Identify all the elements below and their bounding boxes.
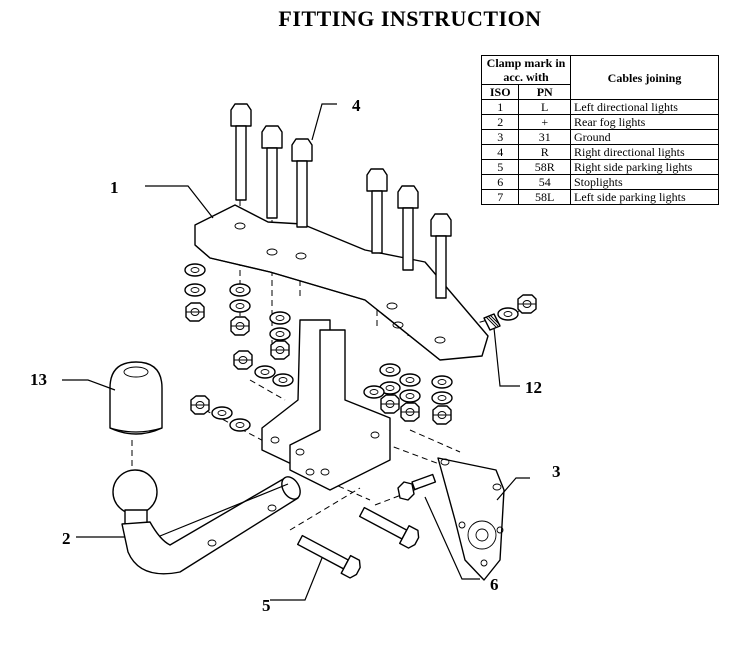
side-brackets (261, 319, 391, 491)
spring-and-nut (483, 294, 537, 331)
pn-cell: 58L (518, 189, 571, 205)
callout-2: 2 (62, 529, 71, 548)
cable-cell: Left side parking lights (570, 189, 719, 205)
iso-cell: 5 (480, 159, 520, 175)
cable-cell: Stoplights (570, 174, 719, 190)
tow-ball-arm (112, 469, 301, 575)
callout-5: 5 (262, 596, 271, 615)
callout-4: 4 (352, 96, 361, 115)
leader-lines (62, 103, 530, 601)
pn-cell: 31 (518, 129, 571, 145)
callout-13: 13 (30, 370, 47, 389)
page-title: FITTING INSTRUCTION (278, 6, 542, 31)
iso-cell: 7 (480, 189, 520, 205)
callout-12: 12 (525, 378, 542, 397)
cable-joining-table: Clamp mark in acc. with Cables joining I… (480, 55, 719, 205)
cables-joining-header: Cables joining (570, 55, 719, 100)
socket-bolt (397, 473, 437, 501)
bolt-set (230, 103, 452, 299)
mounting-plate (194, 204, 489, 361)
table-header-row: Clamp mark in acc. with Cables joining (481, 55, 719, 100)
clamp-mark-header: Clamp mark in acc. with (481, 55, 571, 85)
pn-cell: 54 (518, 174, 571, 190)
callout-3: 3 (552, 462, 561, 481)
callout-6: 6 (490, 575, 499, 594)
pn-column-header: PN (518, 84, 571, 100)
cable-cell: Ground (570, 129, 719, 145)
cable-cell: Right side parking lights (570, 159, 719, 175)
table-row: 7 58L Left side parking lights (480, 189, 719, 205)
table-row: 4 R Right directional lights (480, 144, 719, 160)
socket-plate (437, 457, 505, 581)
table-row: 6 54 Stoplights (480, 174, 719, 190)
ball-cover (109, 361, 163, 435)
callout-1: 1 (110, 178, 119, 197)
table-row: 3 31 Ground (480, 129, 719, 145)
cable-cell: Right directional lights (570, 144, 719, 160)
lower-bolts (296, 506, 420, 579)
